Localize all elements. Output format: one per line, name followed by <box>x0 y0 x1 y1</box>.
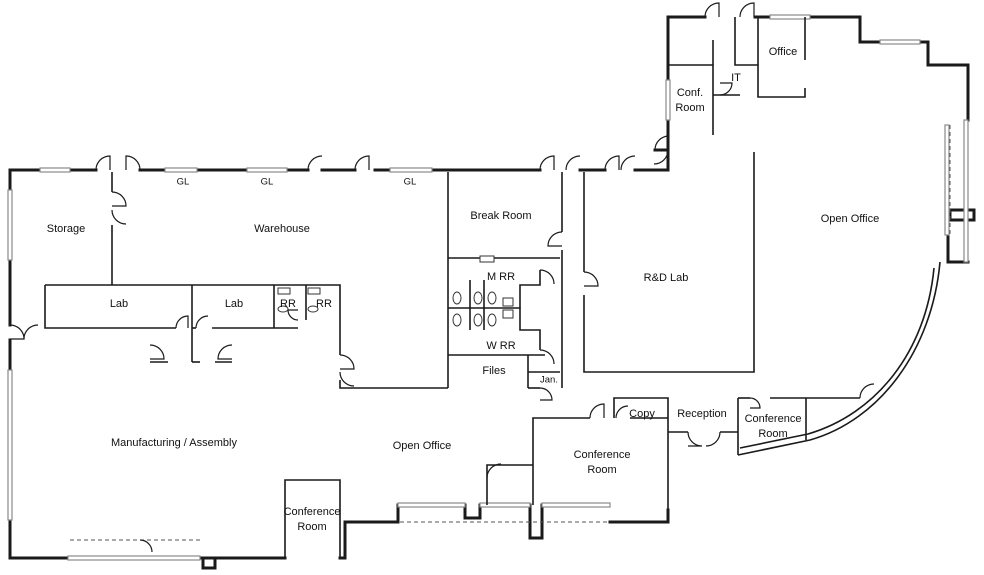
label-office: Office <box>769 46 798 58</box>
label-conference-right-1: Conference <box>745 413 802 425</box>
label-rr-2: RR <box>316 298 332 310</box>
label-it: IT <box>731 72 741 84</box>
label-conf-room-small-1: Conf. <box>677 87 703 99</box>
interior-walls <box>44 17 860 558</box>
label-glass-3: GL <box>404 177 417 188</box>
label-break-room: Break Room <box>470 210 531 222</box>
label-conference-bottom-2: Room <box>297 521 326 533</box>
window-glazing <box>7 14 969 561</box>
label-rd-lab: R&D Lab <box>644 272 689 284</box>
label-open-office-right: Open Office <box>821 213 880 225</box>
label-lab-2: Lab <box>225 298 243 310</box>
label-files: Files <box>482 365 506 377</box>
door-swings <box>9 2 875 553</box>
label-conf-room-small-2: Room <box>675 102 704 114</box>
label-jan: Jan. <box>540 375 558 386</box>
label-manufacturing: Manufacturing / Assembly <box>111 437 237 449</box>
label-copy: Copy <box>629 408 655 420</box>
label-warehouse: Warehouse <box>254 223 310 235</box>
label-m-rr: M RR <box>487 271 515 283</box>
label-conference-bottom-1: Conference <box>284 506 341 518</box>
label-glass-1: GL <box>177 177 190 188</box>
label-conference-right-2: Room <box>758 428 787 440</box>
label-glass-2: GL <box>261 177 274 188</box>
label-conference-center-2: Room <box>587 464 616 476</box>
label-lab-1: Lab <box>110 298 128 310</box>
room-labels: Storage Warehouse GL GL GL Break Room Co… <box>47 46 880 533</box>
exterior-walls <box>8 15 976 570</box>
restroom-fixtures <box>277 255 514 330</box>
label-conference-center-1: Conference <box>574 449 631 461</box>
label-w-rr: W RR <box>486 340 515 352</box>
label-rr-1: RR <box>280 298 296 310</box>
label-storage: Storage <box>47 223 86 235</box>
label-reception: Reception <box>677 408 727 420</box>
dashed-window-lines <box>70 125 951 541</box>
label-open-office-center: Open Office <box>393 440 452 452</box>
